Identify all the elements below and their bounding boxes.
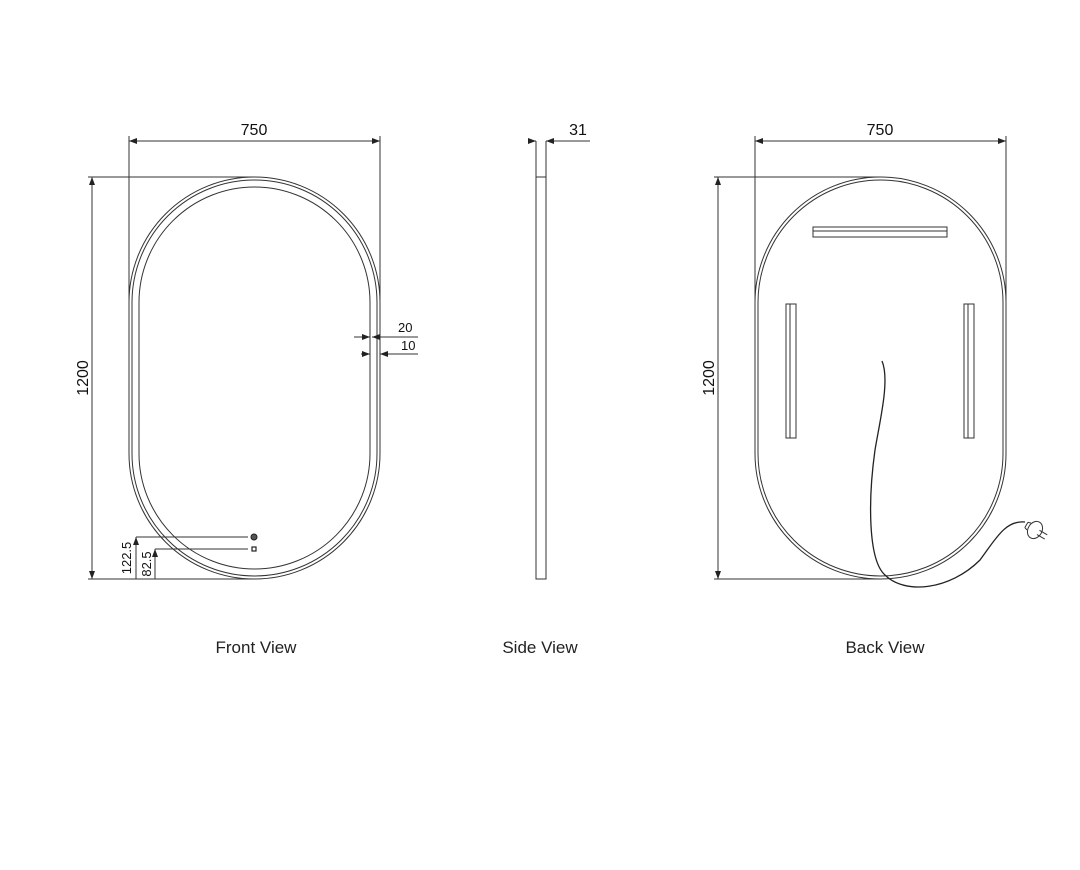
plug-icon [1024, 520, 1048, 540]
front-height-label: 1200 [75, 360, 92, 396]
led-strip-icon [785, 226, 975, 439]
frame-outer-label: 20 [398, 320, 412, 335]
back-height-label: 1200 [701, 360, 718, 396]
frame-width-dimensions [354, 334, 418, 357]
button-dimensions [133, 536, 248, 579]
front-view: 750 1200 20 10 122.5 82.5 [75, 122, 418, 657]
back-mirror-outline [754, 176, 1007, 580]
side-profile [535, 176, 547, 580]
touch-switch-icon [250, 533, 258, 541]
front-height-dimension [88, 176, 254, 580]
back-width-dimension [754, 136, 1007, 300]
front-width-label: 750 [241, 122, 268, 139]
front-width-dimension [128, 136, 381, 300]
button-lower-label: 82.5 [139, 551, 154, 576]
dimmer-switch-icon [251, 546, 257, 552]
back-view: 750 1200 Back View [701, 122, 1048, 657]
side-view: 31 Side View [502, 122, 590, 657]
back-view-caption: Back View [845, 638, 925, 657]
front-view-caption: Front View [216, 638, 298, 657]
frame-inner-label: 10 [401, 338, 415, 353]
side-depth-label: 31 [569, 122, 587, 139]
power-cable-icon [869, 360, 1026, 588]
side-view-caption: Side View [502, 638, 578, 657]
front-mirror-outline [128, 176, 381, 580]
back-width-label: 750 [867, 122, 894, 139]
back-height-dimension [714, 176, 880, 580]
button-upper-label: 122.5 [119, 542, 134, 575]
